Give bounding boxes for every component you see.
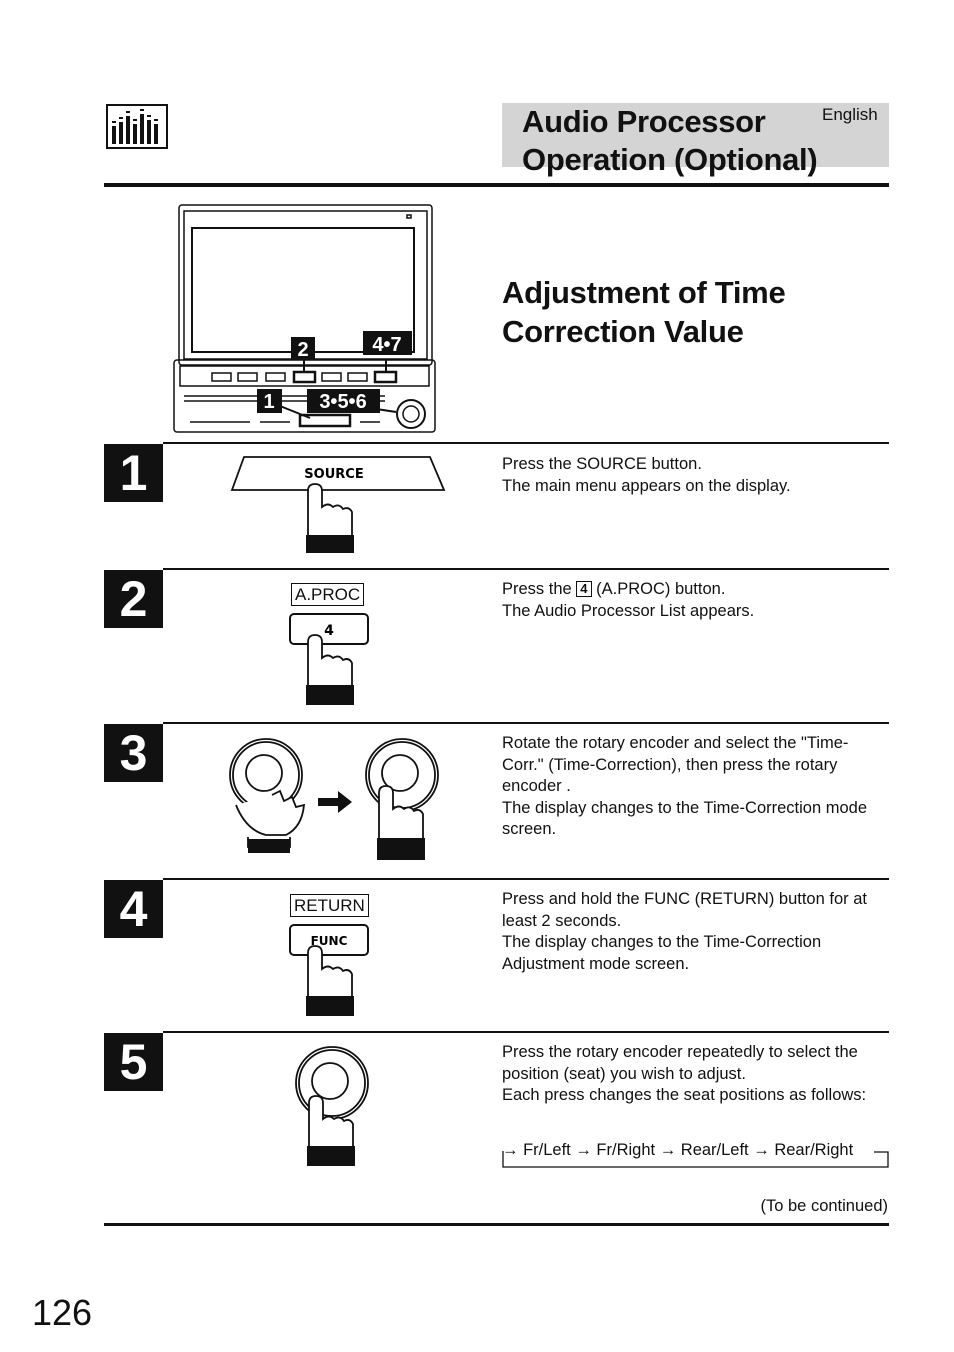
seat-sequence-text: → Fr/Left → Fr/Right → Rear/Left → Rear/… bbox=[502, 1141, 854, 1159]
device-label-2: 2 bbox=[297, 339, 308, 361]
step-divider bbox=[163, 722, 889, 724]
step-5-instructions: Press the rotary encoder repeatedly to s… bbox=[502, 1043, 867, 1104]
language-label: English bbox=[822, 105, 878, 124]
step-number-1: 1 bbox=[104, 444, 163, 502]
return-caption: RETURN bbox=[290, 894, 369, 917]
device-label-1: 1 bbox=[263, 391, 274, 413]
page-number: 126 bbox=[32, 1292, 93, 1333]
page-title: Audio Processor Operation (Optional) bbox=[522, 104, 818, 177]
aproc-caption: A.PROC bbox=[291, 583, 365, 606]
step-divider bbox=[163, 568, 889, 570]
equalizer-icon bbox=[106, 104, 168, 149]
source-button-illustration: SOURCE bbox=[230, 455, 446, 555]
step-number-4: 4 bbox=[104, 880, 163, 938]
section-title: Adjustment of Time Correction Value bbox=[502, 275, 786, 349]
step-divider bbox=[163, 442, 889, 444]
step-divider bbox=[163, 878, 889, 880]
rotary-encoder-rotate-illustration bbox=[226, 735, 446, 865]
device-label-4-7: 4•7 bbox=[372, 334, 401, 356]
bottom-divider bbox=[104, 1223, 889, 1226]
continued-note: (To be continued) bbox=[760, 1197, 889, 1215]
func-button-illustration: FUNC bbox=[288, 923, 372, 1018]
head-unit-illustration: 2 4•7 1 3•5•6 bbox=[170, 200, 440, 436]
rotary-encoder-press-illustration bbox=[292, 1043, 372, 1168]
step-number-2: 2 bbox=[104, 570, 163, 628]
seat-sequence-loop bbox=[502, 1139, 889, 1169]
source-button-label: SOURCE bbox=[304, 467, 363, 482]
step-3-instructions: Rotate the rotary encoder and select the… bbox=[502, 734, 868, 838]
step-2-instructions: Press the 4 (A.PROC) button. The Audio P… bbox=[502, 580, 755, 620]
header-divider bbox=[104, 183, 889, 187]
step-number-3: 3 bbox=[104, 724, 163, 782]
func-button-label: FUNC bbox=[311, 934, 348, 948]
header-banner bbox=[502, 103, 889, 167]
key-4-box: 4 bbox=[576, 581, 592, 597]
step-4-instructions: Press and hold the FUNC (RETURN) button … bbox=[502, 890, 867, 973]
button-4-illustration: 4 bbox=[288, 612, 372, 707]
device-label-3-5-6: 3•5•6 bbox=[319, 391, 366, 413]
step-divider bbox=[163, 1031, 889, 1033]
step-number-5: 5 bbox=[104, 1033, 163, 1091]
button-4-label: 4 bbox=[324, 623, 334, 639]
step-1-instructions: Press the SOURCE button. The main menu a… bbox=[502, 455, 791, 495]
